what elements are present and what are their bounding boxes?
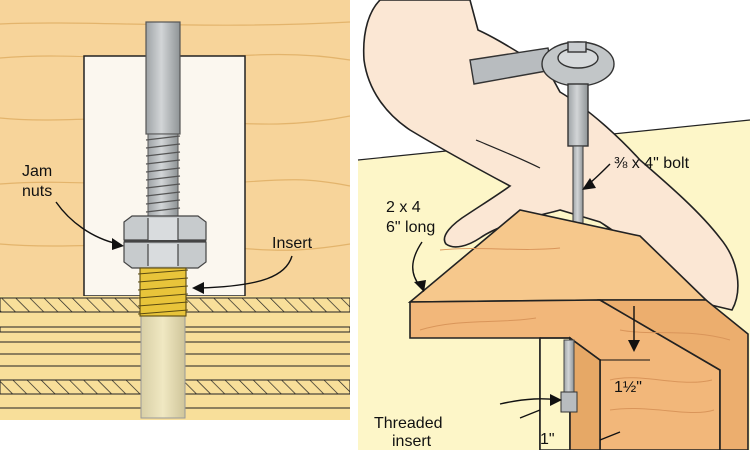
slot-depth-label: 1½" bbox=[614, 379, 642, 396]
threaded-insert bbox=[560, 391, 578, 413]
insert-leader-arrow bbox=[199, 255, 293, 289]
jam-nuts-label-line1: Jam bbox=[22, 163, 52, 180]
block-label-line2: 6" long bbox=[386, 219, 435, 236]
dowel bbox=[140, 313, 186, 419]
bolt-label: ⅜ x 4" bolt bbox=[614, 155, 690, 172]
slot-width-label: 1" bbox=[540, 431, 555, 448]
jam-nuts-label-line2: nuts bbox=[22, 183, 52, 200]
bolt-shank bbox=[145, 21, 181, 135]
jam-nuts bbox=[123, 215, 207, 269]
width-dimension bbox=[519, 409, 621, 441]
block-label-line1: 2 x 4 bbox=[386, 199, 421, 216]
right-panel: ⅜ x 4" bolt 2 x 4 6" long Threaded inser… bbox=[357, 0, 750, 450]
insert-arrowhead bbox=[192, 282, 204, 294]
threaded-insert-label-line1: Threaded bbox=[374, 415, 443, 432]
threaded-insert-brass bbox=[137, 267, 189, 317]
jam-nuts-leader-arrow bbox=[55, 201, 119, 245]
bolt bbox=[572, 145, 584, 229]
jam-nuts-arrowhead bbox=[112, 238, 124, 250]
ratchet-wrench bbox=[469, 41, 615, 147]
block-grain bbox=[419, 247, 731, 413]
panel-divider bbox=[350, 0, 358, 450]
bolt-threads bbox=[145, 133, 181, 221]
insert-label: Insert bbox=[272, 235, 313, 252]
threaded-insert-label-line2: insert bbox=[392, 433, 432, 450]
left-panel: Jam nuts Insert bbox=[0, 0, 351, 450]
